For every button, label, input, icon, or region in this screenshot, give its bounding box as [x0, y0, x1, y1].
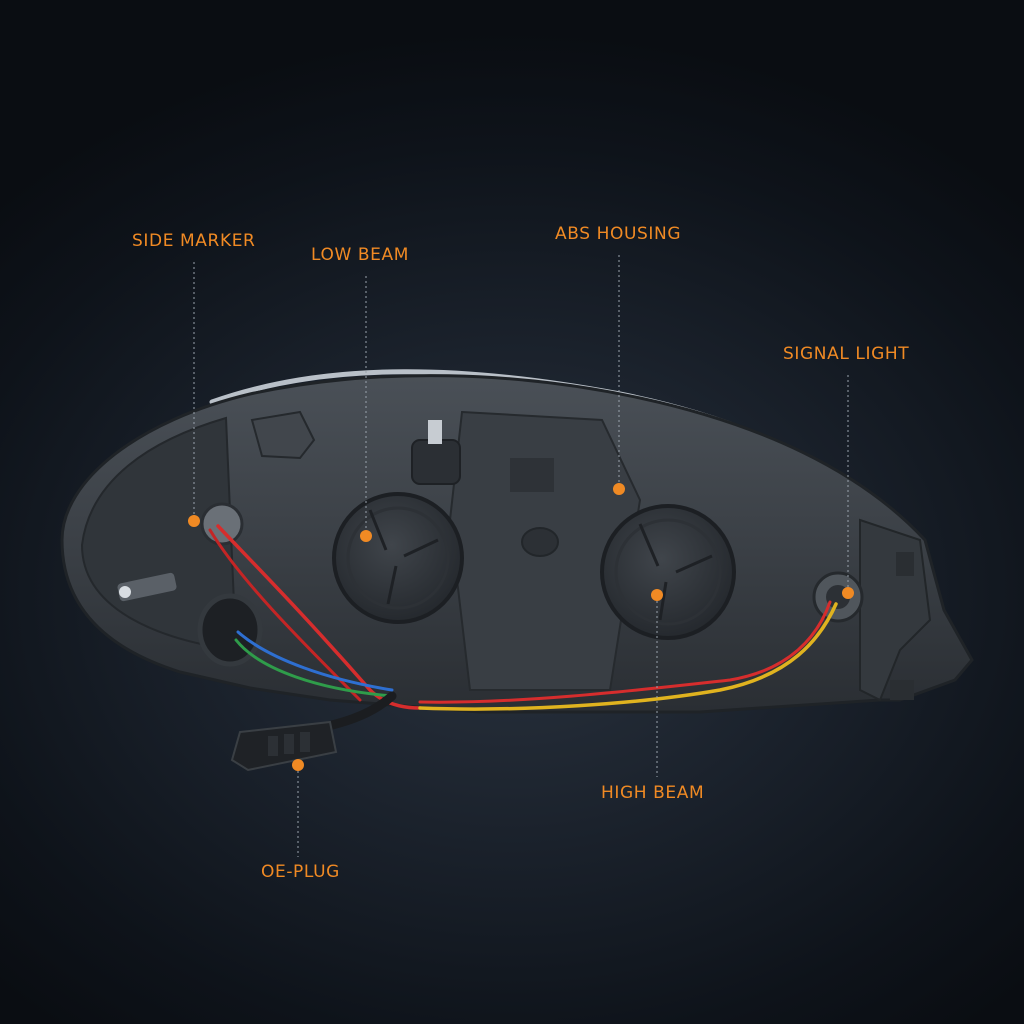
low-beam-pin	[428, 420, 442, 444]
high-beam-cap	[600, 504, 736, 640]
side-marker-socket	[200, 502, 244, 546]
label-low-beam: LOW BEAM	[311, 245, 409, 265]
label-oe-plug: OE-PLUG	[261, 862, 340, 882]
housing-clip	[250, 410, 316, 460]
callout-dots	[188, 483, 854, 771]
side-marker-tip	[119, 586, 131, 598]
dot-side-marker	[188, 515, 200, 527]
low-beam-connector	[411, 439, 461, 485]
side-marker-stub	[117, 572, 177, 602]
dot-abs-housing	[613, 483, 625, 495]
oe-plug-connector	[230, 720, 338, 772]
dot-low-beam	[360, 530, 372, 542]
leader-lines	[193, 255, 849, 857]
dot-oe-plug	[292, 759, 304, 771]
label-signal-light: SIGNAL LIGHT	[783, 344, 910, 364]
low-beam-cap	[332, 492, 464, 624]
dot-signal-light	[842, 587, 854, 599]
label-plate	[510, 458, 554, 492]
label-abs-housing: ABS HOUSING	[555, 224, 682, 244]
high-beam-cap-ring	[614, 518, 722, 626]
vent-button	[521, 527, 559, 557]
label-high-beam: HIGH BEAM	[601, 783, 705, 803]
dot-high-beam	[651, 589, 663, 601]
label-side-marker: SIDE MARKER	[132, 231, 256, 251]
low-beam-cap-ring	[346, 506, 450, 610]
wire-grommet	[197, 593, 263, 667]
